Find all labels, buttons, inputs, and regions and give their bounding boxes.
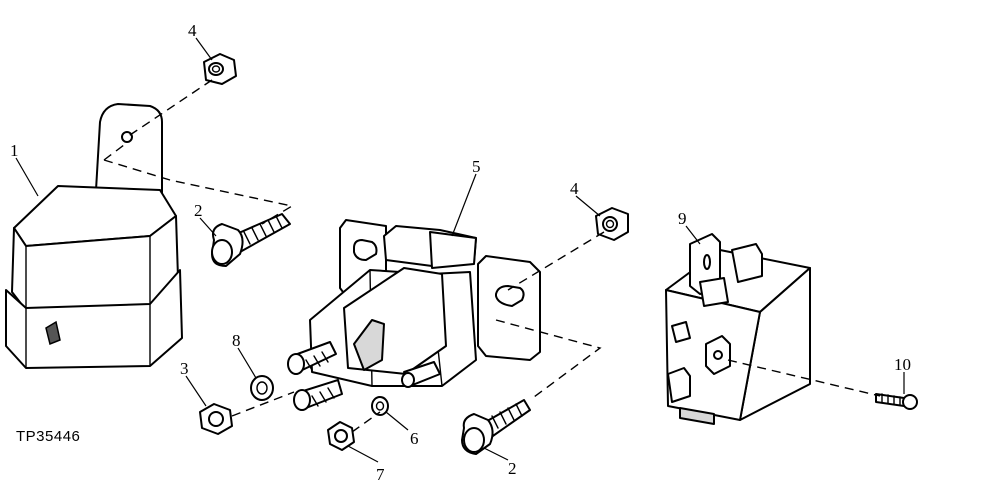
callout-6: 6 (410, 429, 419, 448)
nut-part-4-right (595, 207, 629, 241)
nut-part-7 (327, 421, 355, 451)
callout-5: 5 (472, 157, 481, 176)
washer-part-6 (371, 396, 389, 416)
relay-part-9 (665, 233, 811, 425)
bolt-part-2-right (461, 399, 531, 455)
callout-8: 8 (232, 331, 241, 350)
relay-part-1 (5, 103, 183, 369)
callout-9: 9 (678, 209, 687, 228)
callout-7: 7 (376, 465, 385, 484)
callout-1: 1 (10, 141, 19, 160)
callout-labels: 1 4 2 5 4 9 10 8 3 6 7 2 (10, 21, 911, 484)
nut-part-3 (199, 403, 233, 435)
bracket-hole (121, 131, 133, 143)
figure-id: TP35446 (16, 428, 80, 445)
callout-2-left: 2 (194, 201, 203, 220)
nut-part-4-upper (203, 53, 237, 85)
assembly-lines (103, 79, 881, 433)
washer-part-8 (250, 375, 274, 401)
solenoid-part-5 (287, 219, 541, 411)
callout-2-right: 2 (508, 459, 517, 478)
callout-4-right: 4 (570, 179, 579, 198)
leader-lines (15, 37, 905, 463)
screw-part-10 (875, 393, 918, 410)
callout-4-upper: 4 (188, 21, 197, 40)
callout-10: 10 (894, 355, 911, 374)
callout-3: 3 (180, 359, 189, 378)
bolt-part-2-left (211, 213, 291, 267)
